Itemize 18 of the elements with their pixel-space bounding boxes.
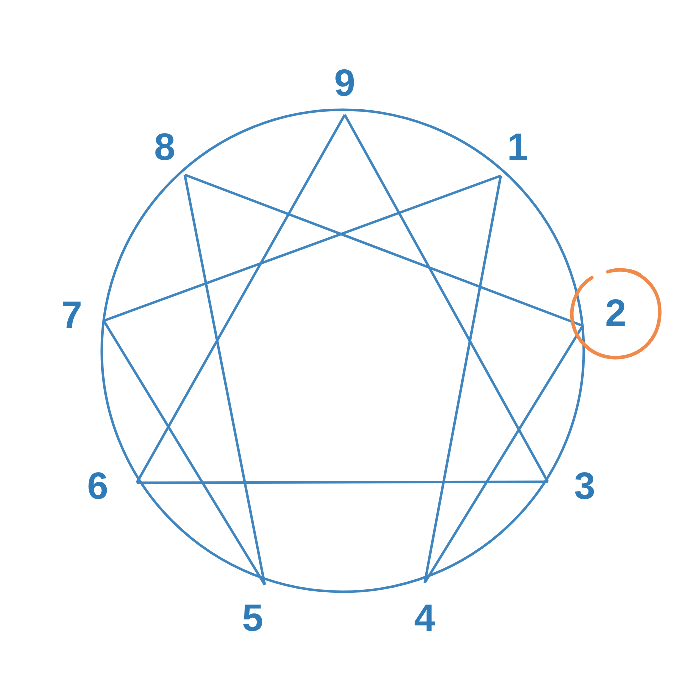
point-number: 8 (145, 129, 185, 167)
point-number: 4 (405, 600, 445, 638)
point-number: 9 (325, 65, 365, 103)
point-number: 3 (565, 468, 605, 506)
point-number: 6 (78, 468, 118, 506)
connector-line (104, 174, 502, 322)
connector-line (184, 174, 584, 328)
connector-line (424, 325, 584, 584)
connector-line (136, 114, 346, 484)
connector-line (184, 174, 266, 586)
connector-line (137, 480, 548, 484)
connector-line (102, 320, 266, 586)
connector-line (344, 114, 550, 483)
circled-number: 2 (568, 266, 664, 362)
connector-line (424, 176, 502, 584)
point-number: 5 (233, 600, 273, 638)
point-number: 7 (52, 297, 92, 335)
point-number: 1 (498, 129, 538, 167)
